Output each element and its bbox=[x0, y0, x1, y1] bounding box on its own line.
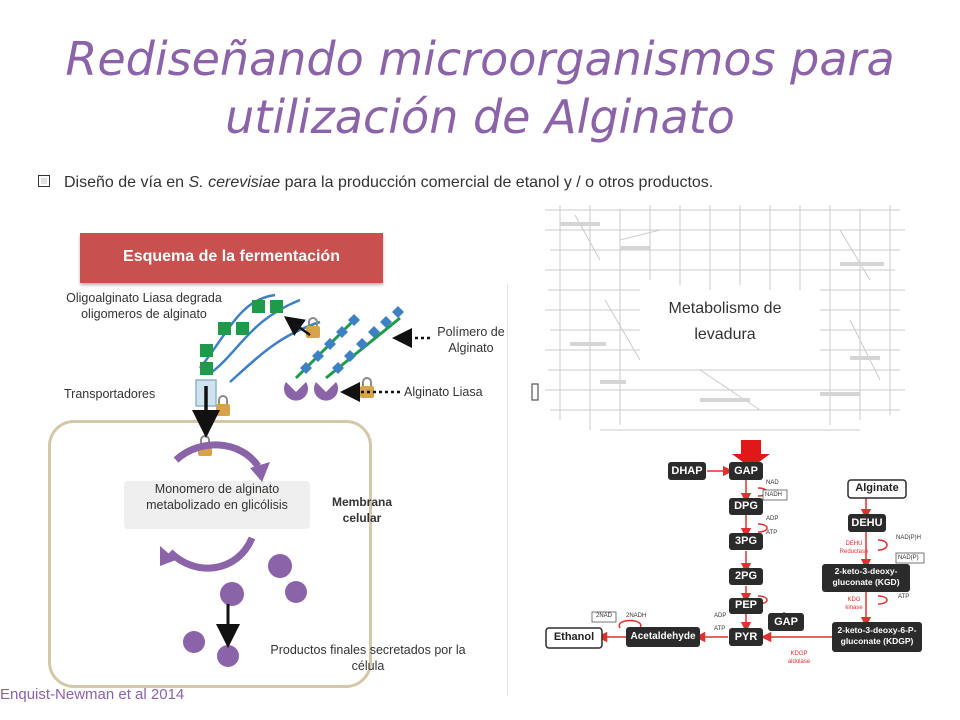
cofactor-atp-2: ATP bbox=[714, 626, 726, 632]
citation: Enquist-Newman et al 2014 bbox=[0, 686, 185, 703]
enzyme-dehu-reductase: DEHU Reductase bbox=[839, 541, 869, 555]
bullet-checkbox-icon bbox=[38, 174, 50, 187]
node-ethanol: Ethanol bbox=[553, 631, 595, 643]
cofactor-adp-2: ADP bbox=[714, 613, 727, 619]
cofactor-adp-1: ADP bbox=[766, 516, 779, 522]
bullet-text-before: Diseño de vía en bbox=[64, 174, 189, 191]
target-arrow-icon bbox=[732, 440, 770, 468]
polymer-label: Polímero de Alginato bbox=[437, 325, 505, 355]
alginate-lyase-enzyme-icon bbox=[284, 382, 339, 401]
monomer-box bbox=[124, 481, 310, 529]
bullet-text-after: para la producción comercial de etanol y… bbox=[280, 174, 714, 191]
product-molecules-icon bbox=[183, 554, 307, 667]
cofactor-nadph: NAD(P)H bbox=[896, 535, 921, 541]
products-label: Productos finales secretados por la célu… bbox=[270, 643, 466, 673]
node-gap-2: GAP bbox=[774, 616, 798, 628]
cofactor-2nadh: 2NADH bbox=[626, 613, 647, 619]
node-alginate: Alginate bbox=[855, 482, 899, 494]
node-pyr: PYR bbox=[734, 631, 758, 643]
node-dpg: DPG bbox=[734, 500, 758, 512]
node-gap: GAP bbox=[734, 465, 758, 477]
node-pep: PEP bbox=[734, 599, 757, 611]
design-bullet: Diseño de vía en S. cerevisiae para la p… bbox=[38, 174, 713, 192]
monomer-label: Monomero de alginato metabolizado en gli… bbox=[146, 482, 288, 512]
enzyme-kdgp-aldolase: KDGP aldolase bbox=[787, 651, 811, 665]
divider bbox=[507, 284, 508, 696]
cofactor-atp-3: ATP bbox=[898, 594, 910, 600]
alginate-lyase-label: Alginato Liasa bbox=[404, 385, 483, 399]
node-dhap: DHAP bbox=[671, 465, 703, 477]
oligomer-blocks-icon bbox=[200, 300, 283, 375]
page-title: Rediseñando microorganismos para utiliza… bbox=[65, 32, 895, 144]
node-kdgp: 2-keto-3-deoxy-6-P-gluconate (KDGP) bbox=[837, 625, 917, 646]
glycolysis-cycle-icon bbox=[167, 441, 261, 572]
transporters-label: Transportadores bbox=[64, 387, 156, 401]
oligo-lyase-label: Oligoalginato Liasa degrada oligomeros d… bbox=[66, 291, 222, 321]
node-kgd: 2-keto-3-deoxy-gluconate (KGD) bbox=[832, 566, 900, 587]
alginate-polymer-icon bbox=[294, 306, 404, 380]
enzyme-kdg-kinase: KDG kinase bbox=[845, 597, 863, 611]
cofactor-atp-1: ATP bbox=[766, 530, 778, 536]
bullet-species: S. cerevisiae bbox=[188, 174, 281, 191]
scheme-banner: Esquema de la fermentación bbox=[80, 233, 383, 283]
cofactor-nad: NAD bbox=[766, 480, 779, 486]
node-3pg: 3PG bbox=[734, 535, 757, 547]
yeast-metabolism-label: Metabolismo de levadura bbox=[660, 296, 790, 348]
cofactor-nadp: NAD(P) bbox=[898, 555, 919, 561]
membrane-label: Membrana celular bbox=[331, 495, 393, 525]
node-dehu: DEHU bbox=[851, 517, 883, 529]
cofactor-2nad: 2NAD bbox=[596, 613, 613, 619]
cofactor-nadh: NADH bbox=[765, 492, 783, 498]
node-acetaldehyde: Acetaldehyde bbox=[630, 631, 696, 642]
node-2pg: 2PG bbox=[734, 570, 757, 582]
